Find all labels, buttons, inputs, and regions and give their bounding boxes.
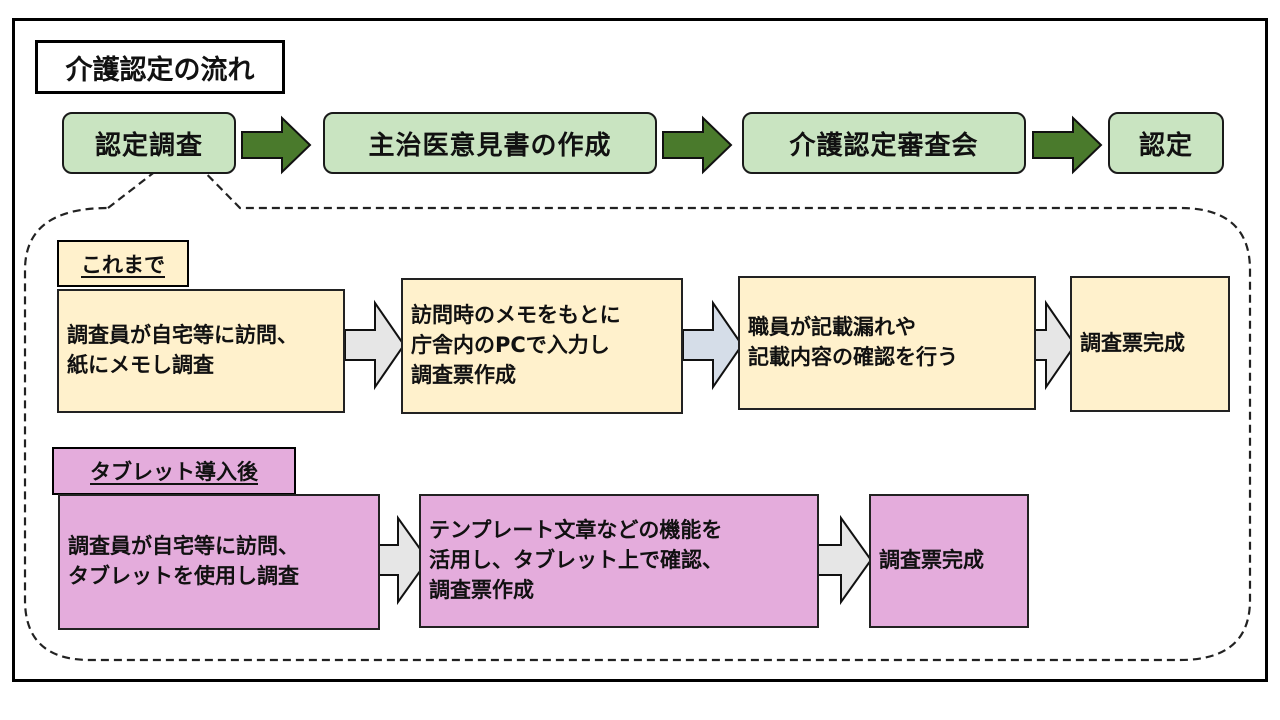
step-shinsakai: 介護認定審査会 xyxy=(742,112,1026,174)
step-ikensho: 主治医意見書の作成 xyxy=(323,112,657,174)
after-box-visit: 調査員が自宅等に訪問、 タブレットを使用し調査 xyxy=(58,494,380,630)
before-box-input: 訪問時のメモをもとに 庁舎内のPCで入力し 調査票作成 xyxy=(401,278,683,414)
before-box-visit-text: 調査員が自宅等に訪問、 紙にメモし調査 xyxy=(67,323,298,377)
before-box-complete-text: 調査票完成 xyxy=(1080,331,1185,356)
after-box-tablet-text: テンプレート文章などの機能を 活用し、タブレット上で確認、 調査票作成 xyxy=(429,518,723,602)
green-arrow-3 xyxy=(1032,115,1103,175)
before-arrow-2 xyxy=(682,299,744,391)
before-box-check-text: 職員が記載漏れや 記載内容の確認を行う xyxy=(748,315,958,369)
dashed-callout-region xyxy=(23,148,1252,662)
green-arrow-2 xyxy=(662,115,733,175)
after-box-complete: 調査票完成 xyxy=(869,494,1029,628)
section-label-after: タブレット導入後 xyxy=(52,447,296,495)
after-box-complete-text: 調査票完成 xyxy=(879,548,984,573)
green-arrow-1 xyxy=(241,115,312,175)
before-box-input-text: 訪問時のメモをもとに 庁舎内のPCで入力し 調査票作成 xyxy=(411,303,621,387)
diagram-frame xyxy=(12,18,1268,682)
before-box-visit: 調査員が自宅等に訪問、 紙にメモし調査 xyxy=(57,289,345,413)
step-nintei-chosa: 認定調査 xyxy=(62,112,236,174)
diagram-title: 介護認定の流れ xyxy=(35,40,285,94)
step-nintei: 認定 xyxy=(1108,112,1224,174)
section-label-before: これまで xyxy=(57,240,189,287)
before-box-complete: 調査票完成 xyxy=(1070,276,1230,412)
before-box-check: 職員が記載漏れや 記載内容の確認を行う xyxy=(738,276,1036,410)
before-arrow-1 xyxy=(344,299,406,391)
after-box-tablet: テンプレート文章などの機能を 活用し、タブレット上で確認、 調査票作成 xyxy=(419,494,819,628)
after-box-visit-text: 調査員が自宅等に訪問、 タブレットを使用し調査 xyxy=(68,534,299,588)
